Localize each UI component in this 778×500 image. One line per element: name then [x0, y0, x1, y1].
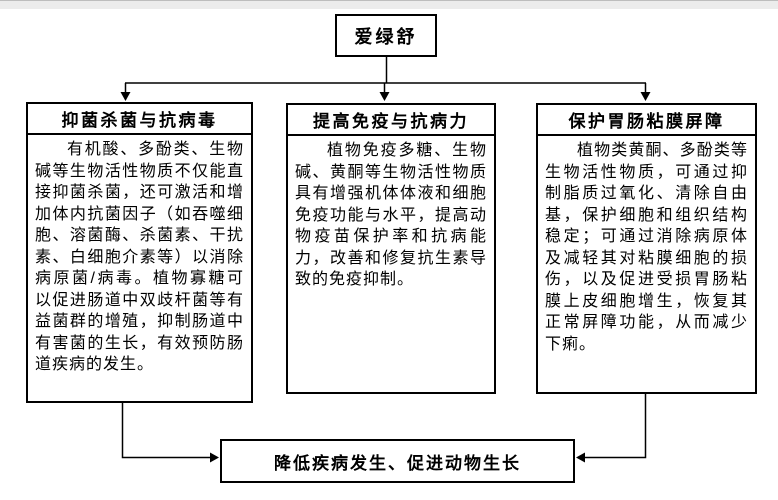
- page-bottom-strip: [0, 0, 778, 9]
- arrowhead-down-middle: [379, 92, 390, 101]
- branch-title-immunity: 提高免疫与抗病力: [288, 105, 494, 136]
- right-to-outcome-line: [585, 394, 647, 459]
- root-node: 爱绿舒: [335, 14, 437, 57]
- branch-node-antibacterial: 抑菌杀菌与抗病毒 有机酸、多酚类、生物碱等生物活性物质不仅能直接抑菌杀菌，还可激…: [26, 102, 253, 403]
- outcome-node-label: 降低疾病发生、促进动物生长: [274, 453, 521, 473]
- left-to-outcome-line: [121, 403, 210, 459]
- branch-body-mucosa: 植物类黄酮、多酚类等生物活性物质，可通过抑制脂质过氧化、清除自由基，保护细胞和组…: [545, 142, 748, 353]
- arrowhead-down-left: [120, 92, 131, 101]
- arrowhead-left-outcome: [576, 452, 585, 463]
- branch-node-mucosa: 保护胃肠粘膜屏障 植物类黄酮、多酚类等生物活性物质，可通过抑制脂质过氧化、清除自…: [536, 103, 757, 394]
- branch-body-immunity: 植物免疫多糖、生物碱、黄酮等生物活性物质具有增强机体体液和细胞免疫功能与水平，提…: [295, 142, 487, 288]
- branch-title-text: 保护胃肠粘膜屏障: [568, 112, 725, 131]
- branch-body-antibacterial: 有机酸、多酚类、生物碱等生物活性物质不仅能直接抑菌杀菌，还可激活和增加体内抗菌因…: [35, 141, 244, 373]
- branch-node-immunity: 提高免疫与抗病力 植物免疫多糖、生物碱、黄酮等生物活性物质具有增强机体体液和细胞…: [286, 103, 496, 394]
- arrowhead-right-outcome: [210, 452, 219, 463]
- root-node-label: 爱绿舒: [354, 26, 418, 47]
- branch-title-mucosa: 保护胃肠粘膜屏障: [538, 105, 755, 136]
- branch-title-text: 抑菌杀菌与抗病毒: [61, 111, 218, 130]
- branch-title-text: 提高免疫与抗病力: [313, 112, 469, 131]
- outcome-node: 降低疾病发生、促进动物生长: [220, 439, 575, 483]
- arrowhead-down-right: [640, 92, 651, 101]
- branch-title-antibacterial: 抑菌杀菌与抗病毒: [28, 104, 251, 135]
